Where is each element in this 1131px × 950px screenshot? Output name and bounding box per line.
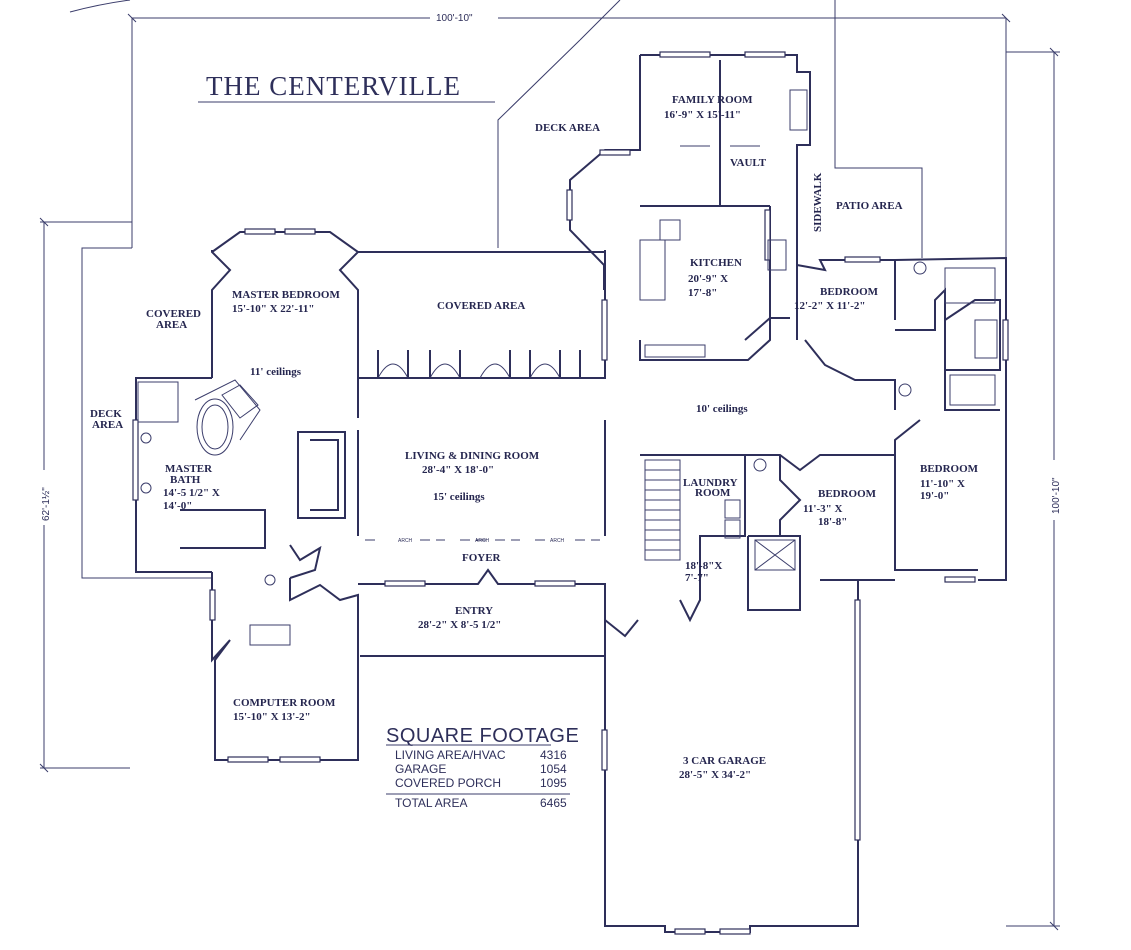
bedroom-ne-name: BEDROOM	[820, 286, 879, 298]
deck-area-left-line1: DECK	[90, 408, 122, 420]
laundry-line1: LAUNDRY	[683, 477, 738, 489]
dimension-lines	[39, 0, 1060, 931]
family-room-size: 16'-9" X 15'-11"	[664, 109, 741, 121]
room-labels: FAMILY ROOM 16'-9" X 15'-11" VAULT DECK …	[90, 94, 979, 781]
master-bedroom-ceiling: 11' ceilings	[250, 366, 302, 378]
hall-ceiling: 10' ceilings	[696, 403, 748, 415]
sf-row-label: GARAGE	[395, 762, 446, 776]
covered-area-mid-label: COVERED AREA	[437, 300, 525, 312]
living-dining-ceiling: 15' ceilings	[433, 491, 485, 503]
bedroom-e-size2: 19'-0"	[920, 490, 949, 502]
sidewalk-label: SIDEWALK	[812, 172, 824, 232]
entry-size: 28'-2" X 8'-5 1/2"	[418, 619, 501, 631]
width-dimension: 100'-10"	[436, 13, 473, 24]
computer-room-name: COMPUTER ROOM	[233, 697, 336, 709]
covered-area-arches	[377, 350, 581, 379]
fixtures	[137, 89, 998, 646]
kitchen-name: KITCHEN	[690, 257, 742, 269]
kitchen-size1: 20'-9" X	[688, 273, 728, 285]
covered-area-left-line1: COVERED	[146, 308, 201, 320]
computer-room-size: 15'-10" X 13'-2"	[233, 711, 311, 723]
bedroom-e-name: BEDROOM	[920, 463, 979, 475]
master-bath-line2: BATH	[170, 474, 201, 486]
bedroom-mid-name: BEDROOM	[818, 488, 877, 500]
sf-total-value: 6465	[540, 796, 567, 810]
exterior-walls	[135, 54, 1007, 933]
master-bedroom-size: 15'-10" X 22'-11"	[232, 303, 315, 315]
sf-row-value: 4316	[540, 748, 567, 762]
arch-label-1: ARCH	[398, 538, 413, 544]
foyer-label: FOYER	[462, 552, 502, 564]
garage-size: 28'-5" X 34'-2"	[679, 769, 751, 781]
kitchen-size2: 17'-8"	[688, 287, 717, 299]
square-footage-table: SQUARE FOOTAGE LIVING AREA/HVAC 4316 GAR…	[386, 725, 579, 810]
sf-total-label: TOTAL AREA	[395, 796, 467, 810]
sf-row-label: LIVING AREA/HVAC	[395, 748, 506, 762]
living-dining-size: 28'-4" X 18'-0"	[422, 464, 494, 476]
family-room-name: FAMILY ROOM	[672, 94, 753, 106]
site-outlines	[81, 32, 1007, 579]
master-bath-size2: 14'-0"	[163, 500, 192, 512]
bedroom-mid-size2: 18'-8"	[818, 516, 847, 528]
interior-walls	[180, 60, 1001, 657]
garage-name: 3 CAR GARAGE	[683, 755, 766, 767]
sf-row-value: 1054	[540, 762, 567, 776]
sf-row-label: COVERED PORCH	[395, 776, 501, 790]
left-depth-dimension: 62'-1½"	[41, 487, 52, 521]
laundry-size1: 18'-8"X	[685, 560, 722, 572]
bedroom-ne-size: 12'-2" X 11'-2"	[794, 300, 866, 312]
living-dining-name: LIVING & DINING ROOM	[405, 450, 540, 462]
sf-row-value: 1095	[540, 776, 567, 790]
family-room-vault: VAULT	[730, 157, 767, 169]
deck-area-left-line2: AREA	[92, 419, 123, 431]
arch-label-2: ARCH	[475, 538, 490, 544]
laundry-line2: ROOM	[695, 487, 731, 499]
right-depth-dimension: 100'-10"	[1051, 477, 1062, 514]
entry-name: ENTRY	[455, 605, 493, 617]
deck-area-top-label: DECK AREA	[535, 122, 600, 134]
arch-label-3: ARCH	[550, 538, 565, 544]
laundry-size2: 7'-7"	[685, 572, 709, 584]
bedroom-mid-size1: 11'-3" X	[803, 503, 842, 515]
patio-area-label: PATIO AREA	[836, 200, 903, 212]
master-bath-size1: 14'-5 1/2" X	[163, 487, 220, 499]
plan-title: THE CENTERVILLE	[206, 71, 461, 101]
bedroom-e-size1: 11'-10" X	[920, 478, 965, 490]
covered-area-left-line2: AREA	[156, 319, 187, 331]
square-footage-heading: SQUARE FOOTAGE	[386, 725, 579, 747]
windows	[132, 51, 1009, 935]
master-bath-line1: MASTER	[165, 463, 213, 475]
master-bedroom-name: MASTER BEDROOM	[232, 289, 340, 301]
